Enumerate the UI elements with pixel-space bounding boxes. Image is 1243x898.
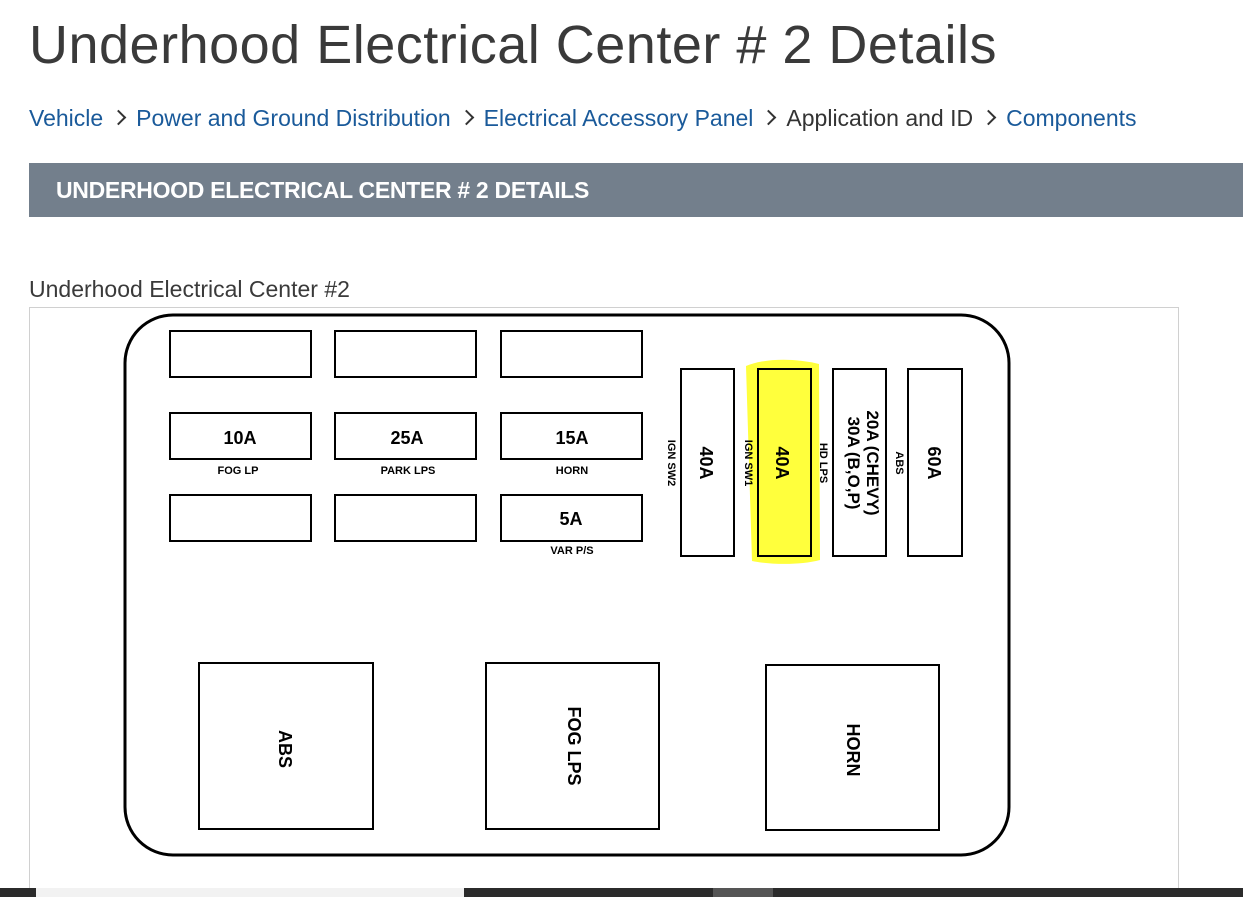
fuse-label: VAR P/S	[550, 545, 593, 557]
scrollbar-segment	[713, 888, 773, 897]
breadcrumb-vehicle[interactable]: Vehicle	[29, 104, 104, 131]
fuse-horn	[500, 412, 643, 460]
fuse-slot	[500, 330, 643, 378]
relay-label: ABS	[275, 730, 295, 768]
fuse-park-lps	[334, 412, 477, 460]
maxi-fuse-rating: 20A (CHEVY)	[863, 410, 882, 515]
maxi-fuse-abs	[907, 368, 963, 557]
diagram-caption: Underhood Electrical Center #2	[29, 276, 350, 302]
fuse-fog-lp	[169, 412, 312, 460]
horizontal-scrollbar[interactable]	[0, 888, 1243, 897]
fuse-rating: 25A	[390, 428, 423, 448]
breadcrumb-components[interactable]: Components	[1006, 104, 1137, 131]
section-header-title: UNDERHOOD ELECTRICAL CENTER # 2 DETAILS	[56, 176, 590, 203]
chevron-right-icon	[458, 109, 474, 125]
diagram-frame: 10A FOG LP 25A PARK LPS 15A HORN 5A VAR …	[29, 307, 1179, 897]
maxi-fuse-label: HD LPS	[817, 443, 829, 483]
maxi-fuse-rating-alt: 30A (B,O,P)	[844, 417, 863, 510]
fuse-slot	[334, 330, 477, 378]
maxi-fuse-hd-lps	[832, 368, 887, 557]
fuse-rating: 5A	[559, 509, 582, 529]
maxi-fuse-ign-sw2	[680, 368, 735, 557]
relay-abs	[198, 662, 374, 830]
relay-label: FOG LPS	[564, 706, 584, 785]
page-title: Underhood Electrical Center # 2 Details	[29, 15, 997, 75]
breadcrumb-power-ground-distribution[interactable]: Power and Ground Distribution	[136, 104, 451, 131]
fuse-label: PARK LPS	[381, 465, 436, 477]
chevron-right-icon	[110, 109, 127, 125]
breadcrumb: Vehicle Power and Ground Distribution El…	[29, 103, 1137, 133]
relay-horn	[765, 664, 940, 831]
maxi-fuse-rating: 40A	[696, 446, 716, 479]
relay-fog-lps	[485, 662, 660, 830]
chevron-right-icon	[980, 109, 997, 125]
fuse-slot	[169, 330, 312, 378]
maxi-fuse-label: ABS	[893, 451, 905, 474]
fuse-rating: 15A	[555, 428, 588, 448]
breadcrumb-application-and-id: Application and ID	[786, 104, 974, 131]
fuse-slot	[169, 494, 312, 542]
fuse-box-diagram: 10A FOG LP 25A PARK LPS 15A HORN 5A VAR …	[123, 313, 1011, 857]
fuse-label: FOG LP	[218, 465, 259, 477]
relay-label: HORN	[843, 724, 863, 777]
maxi-fuse-label: IGN SW1	[742, 440, 754, 486]
fuse-box-housing	[123, 313, 1011, 857]
scrollbar-thumb[interactable]	[36, 888, 464, 897]
chevron-right-icon	[761, 109, 777, 125]
fuse-rating: 10A	[223, 428, 256, 448]
maxi-fuse-label: IGN SW2	[665, 440, 677, 486]
fuse-var-ps	[500, 494, 643, 542]
breadcrumb-electrical-accessory-panel[interactable]: Electrical Accessory Panel	[483, 104, 754, 131]
section-header[interactable]: UNDERHOOD ELECTRICAL CENTER # 2 DETAILS	[29, 163, 1243, 217]
fuse-label: HORN	[556, 465, 588, 477]
maxi-fuse-rating: 40A	[772, 446, 792, 479]
maxi-fuse-ign-sw1	[757, 368, 812, 557]
fuse-slot	[334, 494, 477, 542]
maxi-fuse-rating: 60A	[924, 446, 944, 479]
